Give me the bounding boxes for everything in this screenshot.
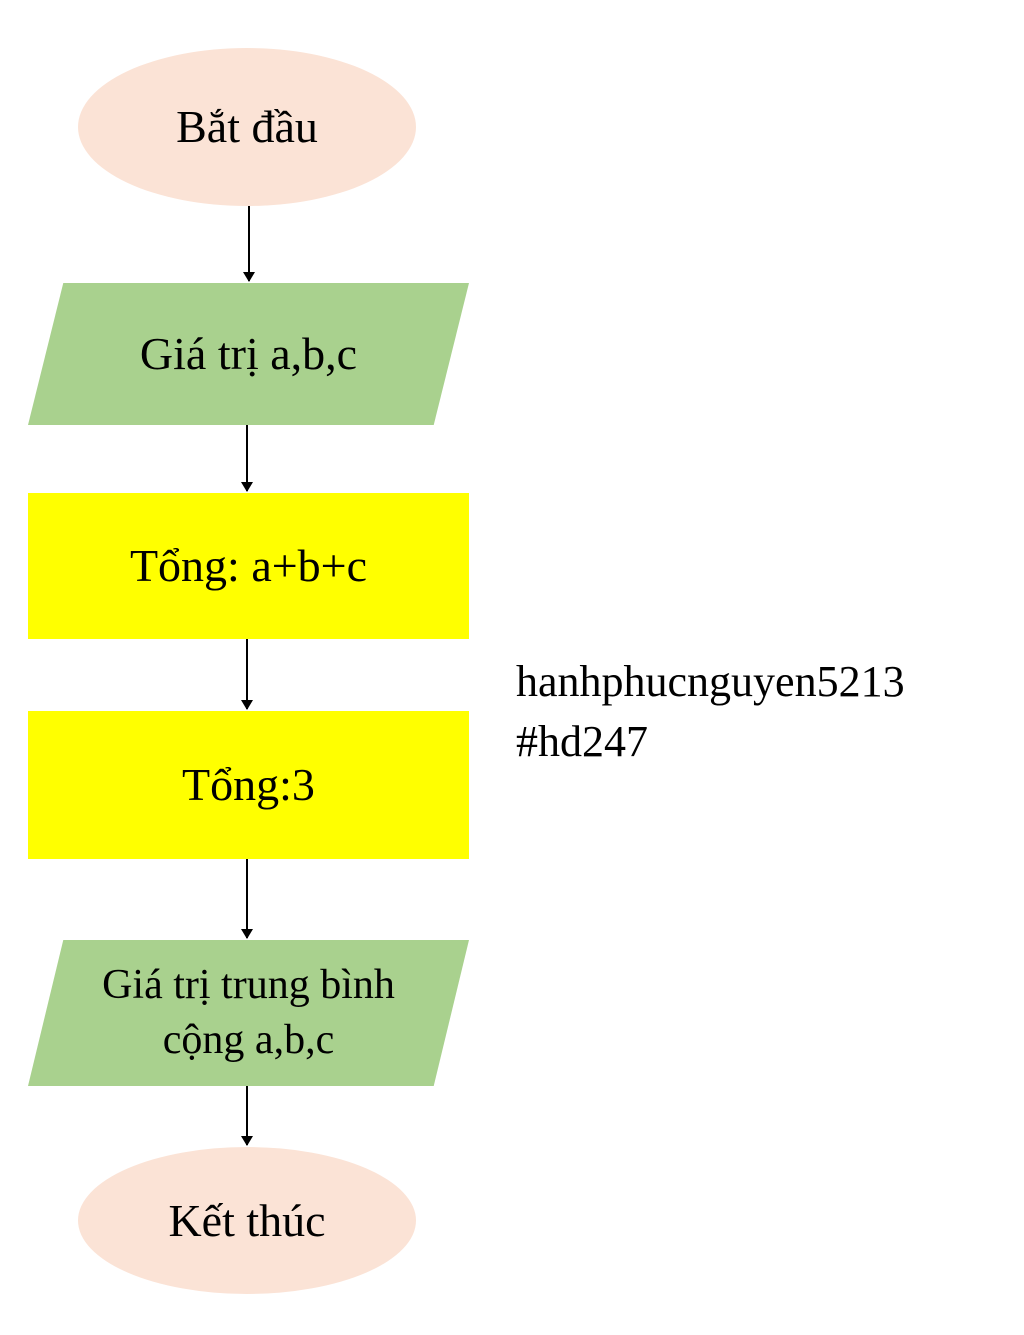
watermark-username: hanhphucnguyen5213	[516, 657, 905, 706]
end-label: Kết thúc	[168, 1194, 326, 1246]
end-terminal: Kết thúc	[78, 1147, 416, 1294]
sum-value-process: Tổng:3	[28, 711, 469, 859]
sum-formula-label: Tổng: a+b+c	[129, 540, 368, 592]
sum-value-label: Tổng:3	[182, 759, 315, 811]
sum-formula-process: Tổng: a+b+c	[28, 493, 469, 639]
input-parallelogram: Giá trị a,b,c	[28, 283, 469, 425]
start-label: Bắt đầu	[176, 101, 318, 153]
watermark-hashtag: #hd247	[516, 717, 648, 766]
watermark-text: hanhphucnguyen5213 #hd247	[516, 652, 905, 772]
output-label: Giá trị trung bình cộng a,b,c	[102, 962, 395, 1063]
input-label: Giá trị a,b,c	[139, 328, 358, 380]
output-parallelogram: Giá trị trung bình cộng a,b,c	[28, 940, 469, 1086]
start-terminal: Bắt đầu	[78, 48, 416, 206]
